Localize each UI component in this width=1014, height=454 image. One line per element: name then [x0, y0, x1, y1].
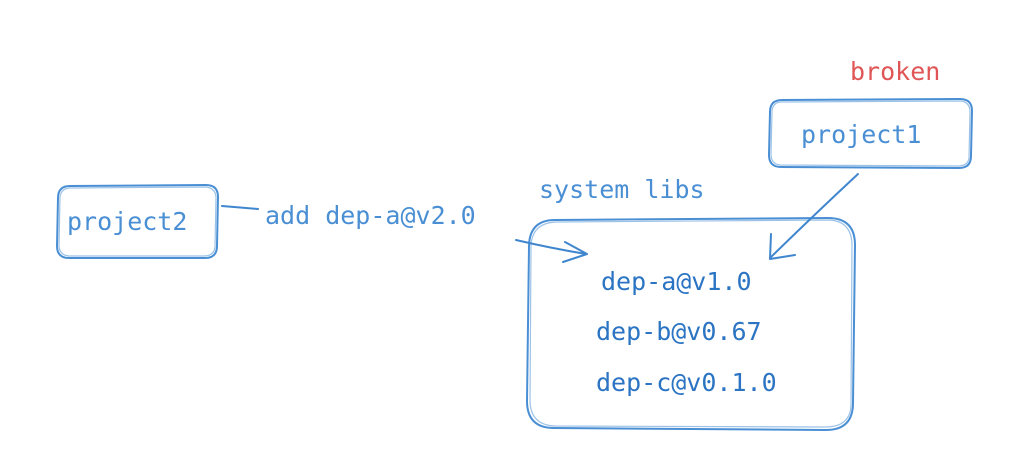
- project2-label: project2: [67, 207, 187, 236]
- project2-to-system-libs-edge: add dep-a@v2.0: [221, 201, 588, 263]
- edge-label-add-dep-a: add dep-a@v2.0: [265, 201, 476, 230]
- project1-to-dep-a-edge: [769, 173, 859, 260]
- broken-label: broken: [850, 57, 940, 86]
- dep-b-item: dep-b@v0.67: [596, 317, 762, 346]
- system-libs-box[interactable]: dep-a@v1.0 dep-b@v0.67 dep-c@v0.1.0: [525, 216, 857, 432]
- system-libs-title: system libs: [539, 175, 705, 204]
- dep-a-item: dep-a@v1.0: [601, 267, 752, 296]
- project1-node[interactable]: project1: [767, 97, 974, 170]
- project2-node[interactable]: project2: [55, 183, 220, 259]
- dep-c-item: dep-c@v0.1.0: [596, 368, 777, 397]
- project1-label: project1: [801, 120, 921, 149]
